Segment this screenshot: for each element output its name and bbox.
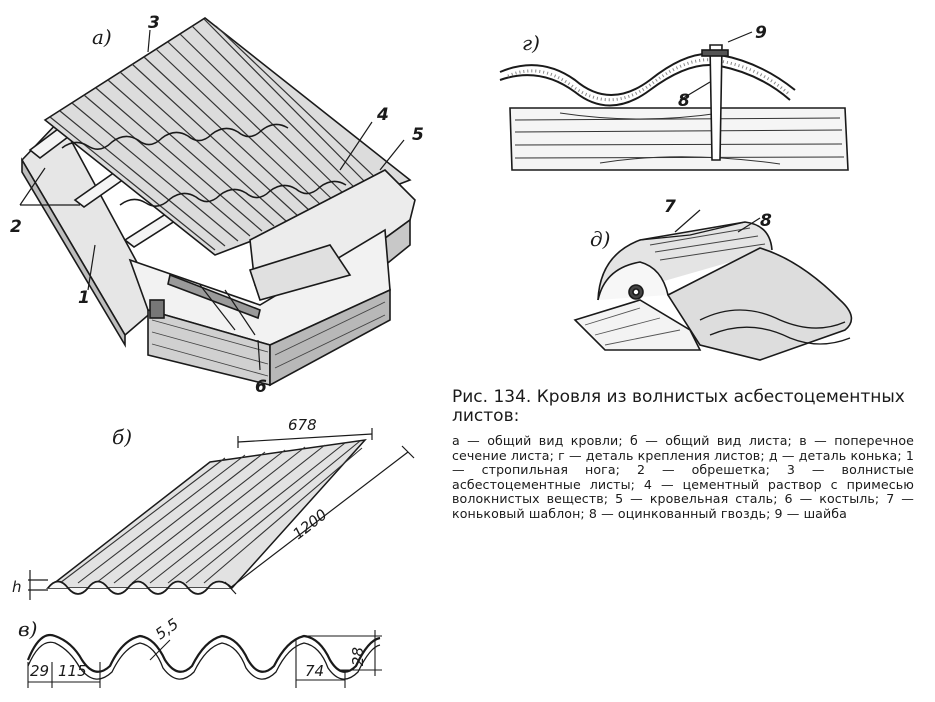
callout-2: 2	[10, 217, 22, 237]
figure-caption: Рис. 134. Кровля из волнистых асбестоцем…	[452, 388, 914, 522]
dimension-height-h: h	[12, 578, 22, 596]
panel-label-a: а)	[92, 25, 112, 49]
callout-7: 7	[664, 197, 676, 217]
dimension-span-74: 74	[305, 662, 324, 680]
panel-label-d: д)	[590, 227, 610, 251]
panel-v-section-drawing	[26, 630, 382, 688]
dimension-crest-29: 29	[30, 662, 49, 680]
panel-label-v: в)	[18, 617, 37, 641]
panel-label-g: г)	[522, 31, 540, 55]
panel-a-roof-drawing	[19, 17, 416, 387]
callout-3: 3	[148, 13, 160, 33]
dimension-thickness-5-5: 5,5	[152, 615, 182, 643]
callout-8-d: 8	[760, 211, 772, 231]
callout-8-g: 8	[678, 91, 690, 111]
callout-6: 6	[255, 377, 267, 397]
callout-4: 4	[376, 105, 389, 125]
panel-label-b: б)	[112, 425, 132, 449]
panel-b-sheet-drawing	[28, 428, 415, 600]
callout-9: 9	[755, 23, 767, 43]
caption-title: Рис. 134. Кровля из волнистых асбестоцем…	[452, 387, 905, 426]
caption-body: а — общий вид кровли; б — общий вид лист…	[452, 433, 914, 521]
callout-1: 1	[78, 288, 90, 308]
callout-5: 5	[412, 125, 424, 145]
panel-g-fastening-drawing	[499, 31, 849, 171]
panel-d-ridge-drawing	[573, 209, 853, 361]
dimension-depth-28: 28	[349, 647, 367, 666]
dimension-width-678: 678	[288, 416, 317, 434]
dimension-pitch-115: 115	[58, 662, 87, 680]
